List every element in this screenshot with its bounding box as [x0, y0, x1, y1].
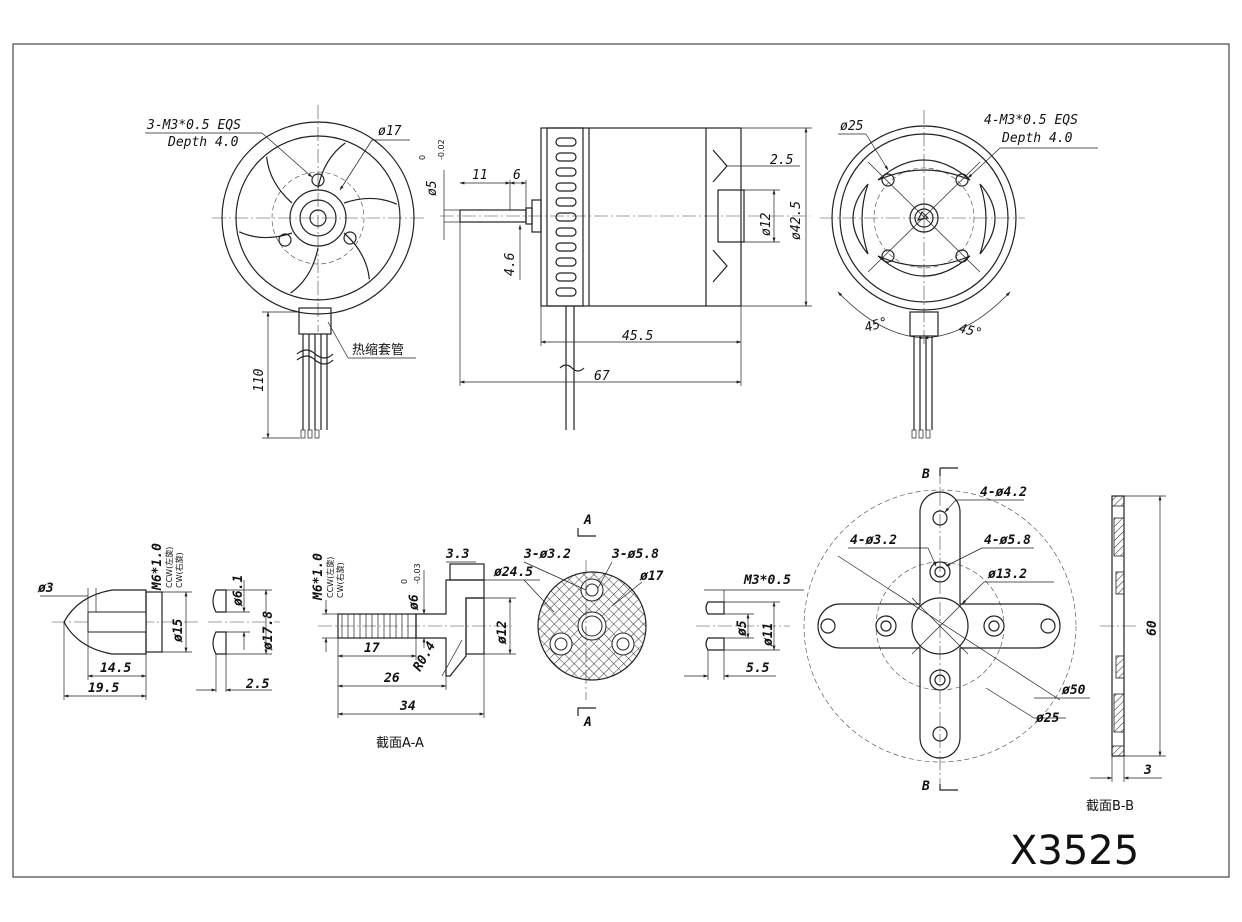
adapter-thread: M6*1.0 [311, 553, 326, 601]
spinner-dia-3: ø3 [37, 581, 54, 596]
adapter-len-34: 34 [399, 699, 416, 714]
dim-dia-42-5: ø42.5 [789, 201, 804, 240]
front-depth-note: Depth 4.0 [167, 135, 239, 150]
mount-holes-3-2: 4-ø3.2 [850, 533, 897, 548]
front-holes-note: 3-M3*0.5 EQS [146, 118, 241, 133]
rear-dia-25: ø25 [840, 119, 864, 134]
adapter-ccw: CCW(左旋) [325, 557, 335, 598]
dim-45-5: 45.5 [622, 329, 653, 344]
nut-thread: M3*0.5 [743, 573, 791, 588]
section-b-mark-bottom: B [921, 779, 930, 794]
sheet-border [12, 43, 1230, 878]
section-b-b-label: 截面B-B [1086, 799, 1134, 814]
adapter-dia-12: ø12 [495, 620, 510, 645]
front-dia-17: ø17 [378, 124, 402, 139]
cooling-slot [555, 272, 577, 282]
spinner-len-19-5: 19.5 [88, 681, 119, 696]
dim-4-6: 4.6 [503, 252, 518, 276]
face-holes-3-2: 3-ø3.2 [523, 547, 571, 562]
section-a-mark-top: A [583, 513, 592, 528]
mount-dia-50: ø50 [1061, 683, 1086, 698]
nut-len-5-5: 5.5 [746, 661, 770, 676]
washer-dia-17-8: ø17.8 [261, 611, 276, 651]
adapter-dia6-tol-lower: -0.03 [413, 563, 422, 584]
adapter-dia-6: ø6 [407, 594, 422, 611]
cooling-slot [555, 137, 577, 147]
mount-holes-4-2: 4-ø4.2 [980, 485, 1027, 500]
rear-holes-note: 4-M3*0.5 EQS [984, 113, 1078, 128]
cooling-slot [555, 197, 577, 207]
spinner-len-14-5: 14.5 [100, 661, 131, 676]
spinner-ccw: CCW(左旋) [164, 547, 174, 588]
nut: M3*0.5 ø5 ø11 5.5 [684, 573, 804, 680]
mount-height-60: 60 [1145, 620, 1160, 636]
mount-dia-13-2: ø13.2 [987, 567, 1027, 582]
cooling-slot [555, 227, 577, 237]
rotor-spoke [343, 232, 370, 280]
adapter-face-view: A A 3-ø3.2 3-ø5.8 ø17 [523, 513, 664, 730]
lead-length-110: 110 [252, 368, 267, 392]
cooling-slot [555, 287, 577, 297]
adapter-len-26: 26 [383, 671, 400, 686]
shaft-tol-upper: 0 [418, 155, 427, 160]
mount-thk-3: 3 [1143, 763, 1152, 778]
cooling-slot [555, 257, 577, 267]
cooling-slot [555, 167, 577, 177]
angle-right-45: 45° [957, 321, 983, 341]
nut-dia-11: ø11 [761, 623, 776, 647]
mount-holes-5-8: 4-ø5.8 [984, 533, 1031, 548]
adapter-dia6-tol-upper: 0 [400, 579, 409, 584]
spinner-cone: ø3 M6*1.0 CCW(左旋) CW(右旋) ø15 14.5 19.5 [37, 543, 200, 700]
adapter-dia-24-5: ø24.5 [493, 565, 533, 580]
shaft-length-6: 6 [513, 168, 521, 183]
spinner-cw: CW(右旋) [174, 552, 184, 588]
cooling-slot [555, 242, 577, 252]
spinner-thread: M6*1.0 [150, 543, 165, 591]
mount-dia-25: ø25 [1035, 711, 1060, 726]
rear-depth-note: Depth 4.0 [1001, 131, 1073, 146]
washer: ø6.1 ø17.8 2.5 [196, 575, 280, 692]
shaft-length-11: 11 [472, 168, 488, 183]
section-a-mark-bottom: A [583, 715, 592, 730]
adapter-cw: CW(右旋) [335, 562, 345, 598]
rotor-spoke [317, 142, 346, 189]
dim-2-5: 2.5 [770, 153, 794, 168]
shaft-tol-lower: -0.02 [437, 139, 446, 160]
section-a-a-label: 截面A-A [376, 736, 424, 751]
washer-dia-6-1: ø6.1 [231, 575, 246, 607]
nut-dia-5: ø5 [735, 620, 750, 637]
side-view: ø5 0 -0.02 11 6 4.6 2.5 ø12 ø42.5 45.5 6… [418, 127, 812, 430]
adapter-r0-4: R0.4 [410, 639, 439, 674]
rotor-spoke [238, 231, 293, 239]
spinner-dia-15: ø15 [171, 618, 186, 643]
adapter-len-17: 17 [364, 641, 380, 656]
section-b-mark-top: B [921, 467, 930, 482]
cooling-slot [555, 212, 577, 222]
section-b-b: 60 3 截面B-B [1086, 495, 1166, 814]
rear-view: ø25 4-M3*0.5 EQS Depth 4.0 45° 45° [820, 110, 1098, 439]
model-number: X3525 [1010, 828, 1139, 874]
face-dia-17: ø17 [639, 569, 664, 584]
shaft-diameter: ø5 [425, 180, 440, 196]
cooling-slot [555, 152, 577, 162]
dim-67: 67 [594, 369, 610, 384]
angle-left-45: 45° [863, 315, 890, 336]
dim-dia-12: ø12 [759, 212, 774, 236]
adapter-len-3-3: 3.3 [445, 547, 470, 562]
front-view: 3-M3*0.5 EQS Depth 4.0 ø17 110 热缩套管 [145, 105, 425, 439]
rotor-spoke [290, 247, 319, 294]
prop-adapter-section: M6*1.0 CCW(左旋) CW(右旋) ø6 0 -0.03 3.3 ø24… [311, 547, 540, 751]
washer-thk-2-5: 2.5 [245, 677, 270, 692]
heat-shrink-note: 热缩套管 [352, 342, 404, 358]
cooling-slot [555, 182, 577, 192]
rotor-spoke [266, 156, 293, 204]
cross-mount-view: B B 4-ø4.2 4-ø3.2 4-ø5.8 ø13.2 ø50 ø25 [803, 467, 1090, 794]
face-holes-5-8: 3-ø5.8 [611, 547, 659, 562]
rotor-spoke [343, 197, 398, 205]
